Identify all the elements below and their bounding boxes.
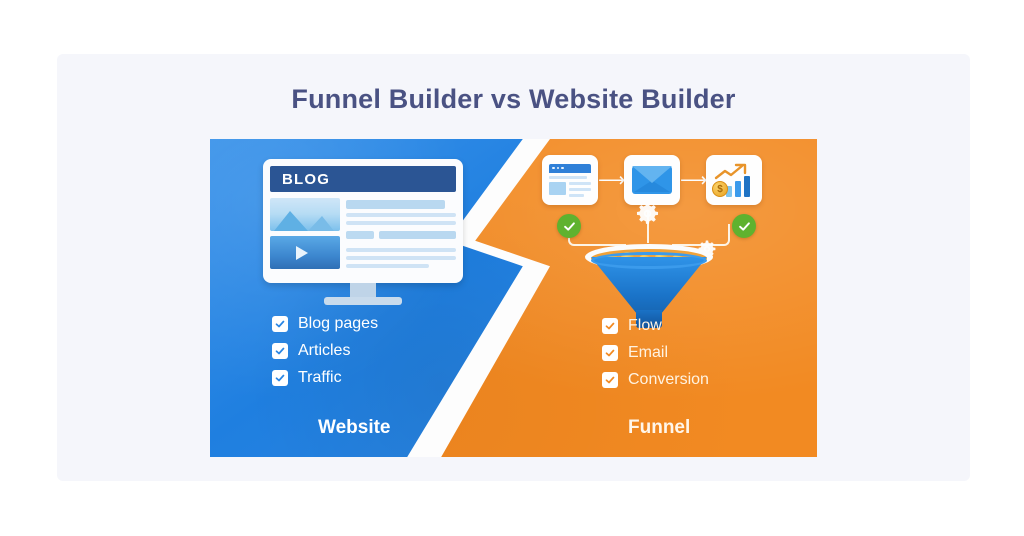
growth-chart-icon: $ (706, 155, 762, 205)
feature-label: Blog pages (298, 315, 379, 332)
feature-label: Traffic (298, 369, 342, 386)
check-icon (272, 343, 288, 359)
arrow-right-icon: ⟶ (680, 169, 708, 191)
feature-label: Flow (628, 317, 662, 334)
feature-label: Articles (298, 342, 351, 359)
blog-header: BLOG (270, 166, 456, 192)
image-thumbnail (270, 198, 340, 231)
envelope-icon (624, 155, 680, 205)
website-feature-list: Blog pages Articles Traffic (272, 315, 378, 396)
feature-label: Email (628, 344, 669, 361)
landing-page-icon (542, 155, 598, 205)
check-icon (272, 370, 288, 386)
green-check-icon (557, 214, 581, 238)
blog-header-text: BLOG (282, 170, 331, 188)
page-title: Funnel Builder vs Website Builder (291, 84, 736, 114)
list-item: Articles (272, 342, 378, 360)
feature-label: Conversion (628, 371, 709, 388)
gear-icon (635, 201, 660, 231)
list-item: Blog pages (272, 315, 378, 333)
check-icon (602, 318, 618, 334)
list-item: Email (602, 344, 709, 362)
dollar-coin-icon: $ (712, 181, 728, 197)
content-card: Funnel Builder vs Website Builder (57, 54, 970, 481)
list-item: Traffic (272, 369, 378, 387)
desktop-monitor-icon: BLOG (263, 159, 463, 305)
check-icon (602, 345, 618, 361)
list-item: Flow (602, 317, 709, 335)
video-thumbnail (270, 236, 340, 269)
funnel-icon (585, 244, 713, 334)
funnel-panel-label: Funnel (628, 417, 691, 438)
flow-connector-right (672, 224, 730, 246)
green-check-icon (732, 214, 756, 238)
funnel-flow-row: ⟶ ⟶ (542, 155, 762, 205)
list-item: Conversion (602, 371, 709, 389)
check-icon (602, 372, 618, 388)
arrow-right-icon: ⟶ (598, 169, 626, 191)
growth-arrow-icon (714, 163, 747, 180)
funnel-feature-list: Flow Email Conversion (602, 317, 709, 398)
website-panel-label: Website (318, 417, 391, 438)
check-icon (272, 316, 288, 332)
comparison-illustration: ⟶ ⟶ (210, 139, 817, 457)
